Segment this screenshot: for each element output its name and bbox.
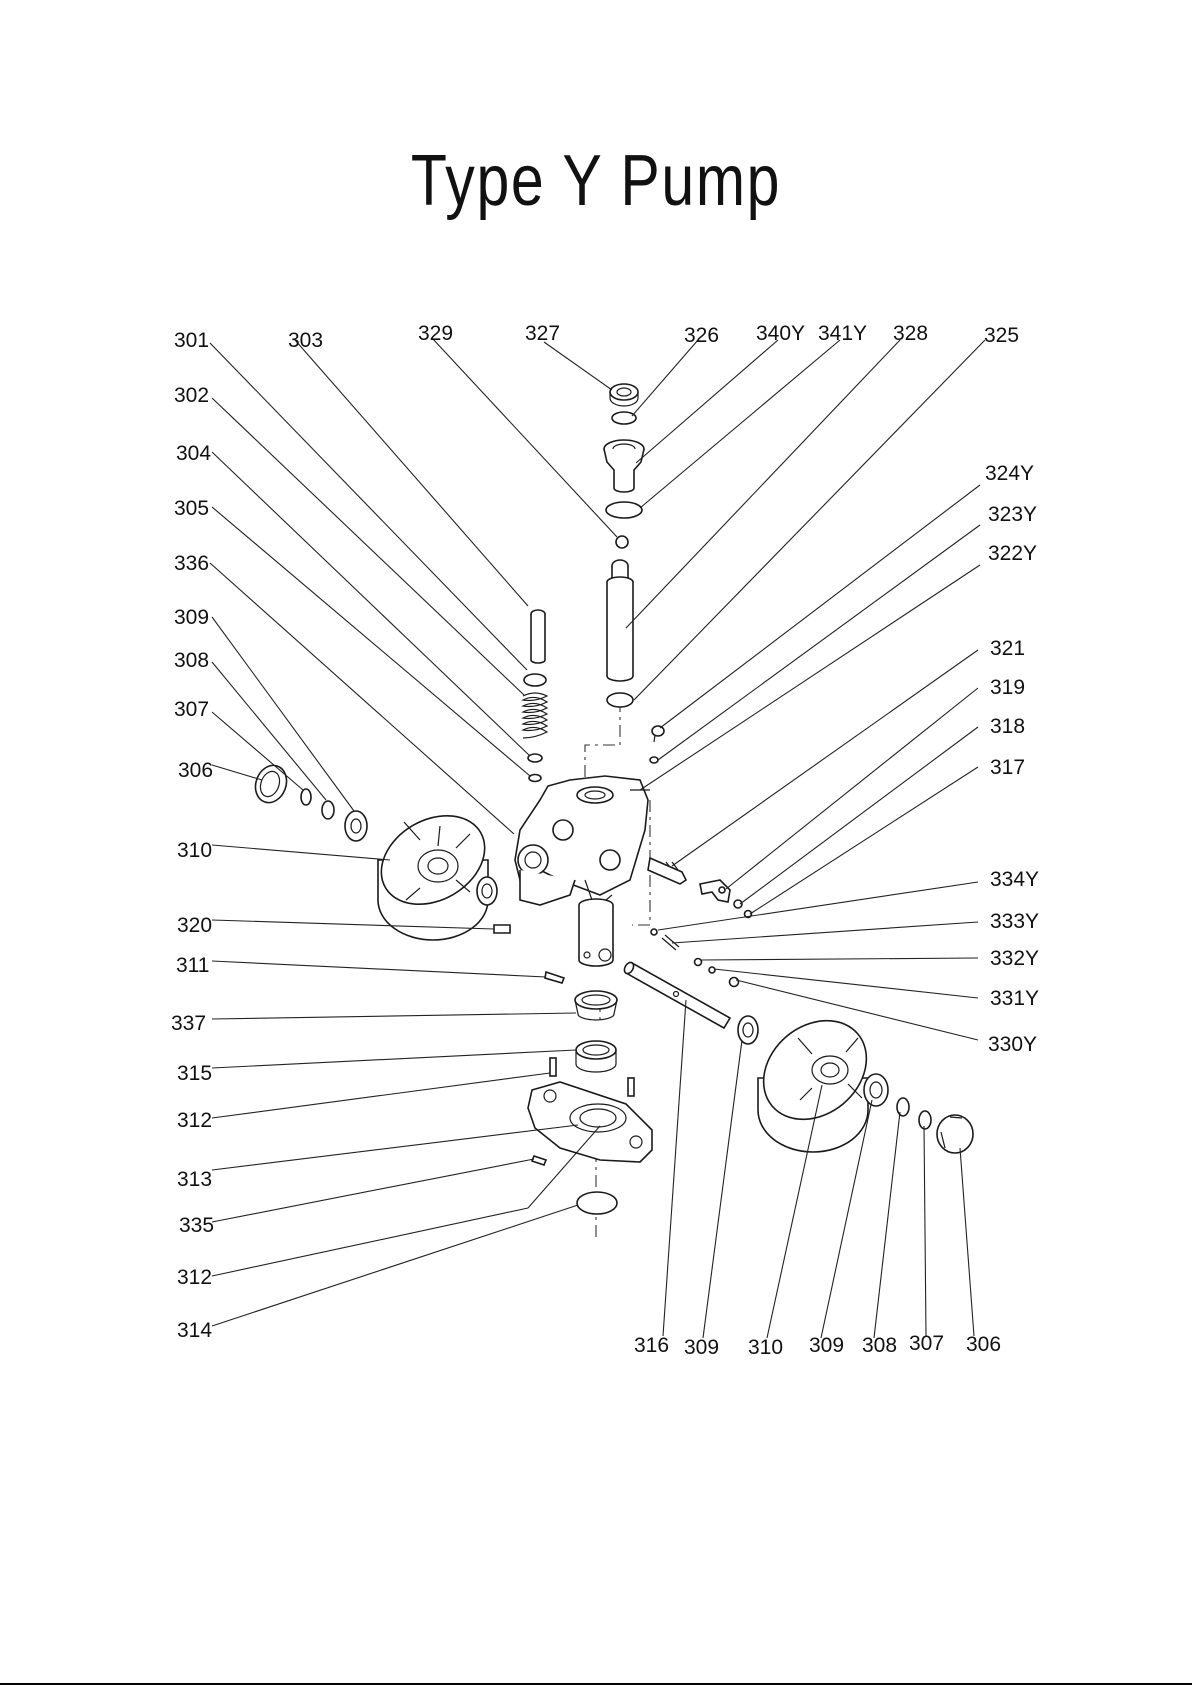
label-309-left: 309 bbox=[174, 606, 209, 629]
label-337: 337 bbox=[171, 1012, 206, 1035]
label-310-left: 310 bbox=[177, 839, 212, 862]
label-310-bottom: 310 bbox=[748, 1336, 783, 1359]
label-331Y: 331Y bbox=[990, 987, 1039, 1010]
label-306-left: 306 bbox=[178, 759, 213, 782]
right-seal-cap-part bbox=[937, 1115, 973, 1153]
seal-ring-part bbox=[606, 502, 642, 518]
left-wheel-part bbox=[365, 798, 500, 940]
label-309-bottom-b: 309 bbox=[809, 1334, 844, 1357]
label-307-bottom: 307 bbox=[909, 1332, 944, 1355]
valve-spring-part bbox=[648, 858, 686, 884]
part-334y bbox=[651, 929, 657, 935]
grease-nipple-part bbox=[532, 1156, 546, 1165]
part-330y bbox=[730, 978, 739, 987]
right-washer-part bbox=[897, 1098, 909, 1116]
label-303: 303 bbox=[288, 329, 323, 352]
label-341Y: 341Y bbox=[818, 322, 867, 345]
label-330Y: 330Y bbox=[988, 1033, 1037, 1056]
label-307-left: 307 bbox=[174, 698, 209, 721]
label-314: 314 bbox=[177, 1319, 212, 1342]
right-bearing-a-part bbox=[738, 1016, 758, 1044]
label-322Y: 322Y bbox=[988, 542, 1037, 565]
seal-337-part bbox=[575, 991, 617, 1020]
label-329: 329 bbox=[418, 322, 453, 345]
label-317: 317 bbox=[990, 756, 1025, 779]
label-311: 311 bbox=[176, 954, 209, 977]
label-325: 325 bbox=[984, 324, 1019, 347]
small-washer-part bbox=[528, 754, 542, 762]
pump-body-part bbox=[515, 776, 650, 905]
label-312-b: 312 bbox=[177, 1266, 212, 1289]
left-inner-bearing-part bbox=[477, 877, 497, 905]
label-333Y: 333Y bbox=[990, 910, 1039, 933]
label-332Y: 332Y bbox=[990, 947, 1039, 970]
pin-320-part bbox=[494, 925, 510, 933]
label-327: 327 bbox=[525, 322, 560, 345]
label-305: 305 bbox=[174, 497, 209, 520]
piston-seal-part bbox=[607, 693, 633, 707]
top-oring-part bbox=[612, 412, 636, 424]
label-336: 336 bbox=[174, 552, 209, 575]
left-washer-part bbox=[322, 801, 334, 819]
circlip-314-part bbox=[577, 1192, 617, 1214]
label-316: 316 bbox=[634, 1334, 669, 1357]
label-334Y: 334Y bbox=[990, 868, 1039, 891]
small-ring-part bbox=[529, 775, 541, 782]
left-circlip-part bbox=[301, 789, 311, 805]
label-315: 315 bbox=[177, 1062, 212, 1085]
washer-part bbox=[524, 674, 546, 686]
pump-pin-part bbox=[531, 610, 545, 663]
release-lever-part bbox=[700, 880, 730, 902]
left-bearing-part bbox=[345, 811, 367, 841]
pin-311-part bbox=[545, 972, 564, 983]
top-cap-part bbox=[610, 384, 638, 406]
right-bearing-b-part bbox=[864, 1074, 888, 1106]
label-318: 318 bbox=[990, 715, 1025, 738]
spring-part bbox=[523, 693, 547, 738]
right-wheel-part bbox=[744, 1000, 886, 1152]
screw-324y-part bbox=[652, 726, 664, 742]
label-308-left: 308 bbox=[174, 649, 209, 672]
label-319: 319 bbox=[990, 676, 1025, 699]
column-part bbox=[579, 899, 613, 966]
piston-rod-part bbox=[607, 560, 633, 681]
part-drawings bbox=[250, 384, 973, 1214]
left-seal-cap-part bbox=[250, 761, 291, 807]
label-304: 304 bbox=[176, 442, 211, 465]
part-331y bbox=[709, 967, 715, 973]
oring-323y-part bbox=[650, 757, 658, 763]
label-324Y: 324Y bbox=[985, 462, 1034, 485]
label-312-a: 312 bbox=[177, 1109, 212, 1132]
steel-ball-part bbox=[616, 536, 628, 548]
right-circlip-part bbox=[919, 1111, 931, 1129]
label-326: 326 bbox=[684, 324, 719, 347]
label-335: 335 bbox=[179, 1214, 214, 1237]
label-306-bottom: 306 bbox=[966, 1333, 1001, 1356]
label-340Y: 340Y bbox=[756, 322, 805, 345]
top-cylinder-part bbox=[604, 440, 644, 492]
label-313: 313 bbox=[177, 1168, 212, 1191]
label-308-bottom: 308 bbox=[862, 1334, 897, 1357]
thrust-bearing-part bbox=[576, 1041, 616, 1072]
label-309-bottom-a: 309 bbox=[684, 1336, 719, 1359]
label-328: 328 bbox=[893, 322, 928, 345]
label-323Y: 323Y bbox=[988, 503, 1037, 526]
label-302: 302 bbox=[174, 384, 209, 407]
label-320: 320 bbox=[177, 914, 212, 937]
label-321: 321 bbox=[990, 637, 1025, 660]
label-301: 301 bbox=[174, 329, 209, 352]
